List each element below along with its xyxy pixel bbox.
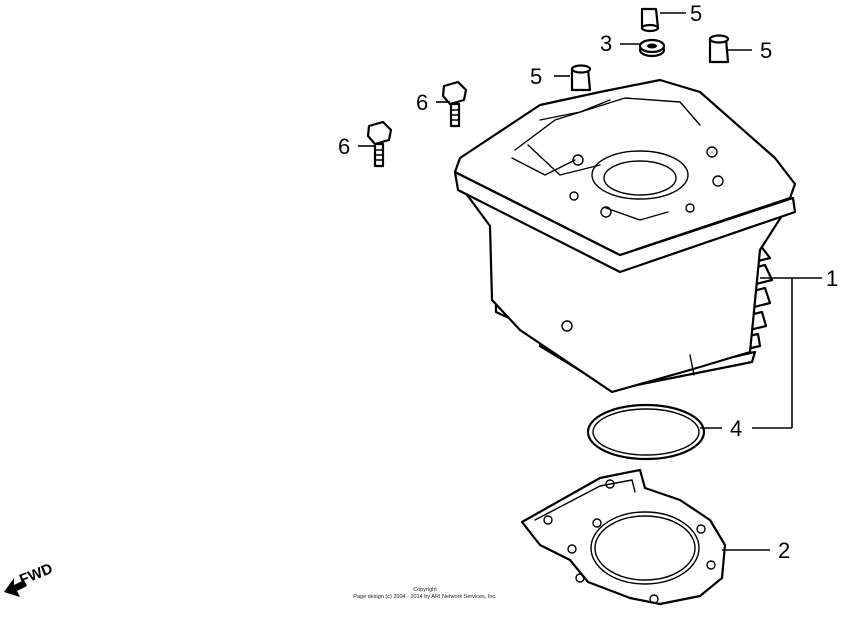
seal-part [638,38,666,58]
callout-bolt-right: 6 [416,90,428,115]
dowel-pin-right [708,34,730,64]
callout-dowel-top: 5 [690,1,702,26]
callout-bolt-left: 6 [338,134,350,159]
cylinder-part [453,78,797,394]
dowel-pin-left [570,64,592,92]
forward-indicator: FWD [4,560,55,597]
callout-gasket: 2 [778,538,790,563]
copyright-line2: Page design (c) 2004 - 2014 by ARI Netwo… [353,594,497,600]
leader-lines [358,12,822,551]
fwd-label: FWD [17,560,55,589]
forward-arrow-icon [4,578,27,597]
bolt-right [441,80,468,128]
callout-dowel-right: 5 [760,38,772,63]
copyright-line1: Copyright [413,587,437,593]
callout-dowel-left: 5 [530,64,542,89]
gasket-part [520,468,727,606]
callout-seal: 3 [600,31,612,56]
dowel-pin-top [640,7,660,33]
callout-cylinder: 1 [826,266,838,291]
callout-o-ring: 4 [730,416,742,441]
o-ring-part [586,403,706,461]
bolt-left [366,120,393,168]
